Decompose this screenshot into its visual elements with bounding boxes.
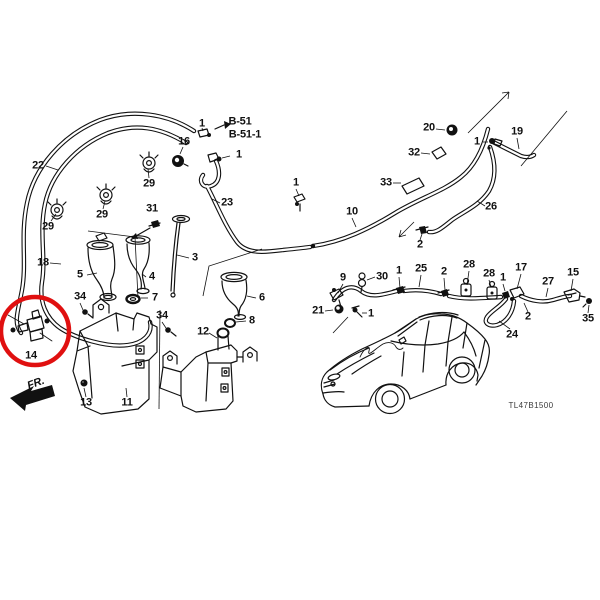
part-label-11: 11 bbox=[121, 396, 133, 409]
part-label-29: 29 bbox=[42, 220, 54, 233]
screw-1c bbox=[351, 305, 363, 318]
part-label-6: 6 bbox=[259, 291, 265, 304]
reservoir-12 bbox=[159, 327, 258, 413]
part-label-28: 28 bbox=[463, 258, 475, 271]
part-label-26: 26 bbox=[485, 200, 497, 213]
clip-28b bbox=[486, 280, 498, 300]
grommet-16 bbox=[172, 155, 189, 167]
bolt-34b bbox=[165, 327, 177, 337]
clip-30 bbox=[357, 272, 367, 293]
part-label-18: 18 bbox=[37, 256, 49, 269]
part-label-2: 2 bbox=[525, 310, 531, 323]
part-label-1: 1 bbox=[500, 271, 506, 284]
bolt-13 bbox=[80, 379, 88, 387]
part-label-1: 1 bbox=[368, 307, 374, 320]
nozzle-15 bbox=[563, 288, 586, 303]
clip-32 bbox=[431, 146, 447, 160]
part-label-20: 20 bbox=[423, 121, 435, 134]
part-label-30: 30 bbox=[376, 270, 388, 283]
part-label-1: 1 bbox=[236, 148, 242, 161]
part-label-5: 5 bbox=[77, 268, 83, 281]
part-label-24: 24 bbox=[506, 328, 518, 341]
part-label-8: 8 bbox=[249, 314, 255, 327]
part-label-21: 21 bbox=[312, 304, 324, 317]
joint-1-right bbox=[487, 138, 503, 150]
part-label-35: 35 bbox=[582, 312, 594, 325]
part-label-23: 23 bbox=[221, 196, 233, 209]
washer-tubes bbox=[17, 114, 570, 346]
ref-label-B-51-1: B-51-1 bbox=[228, 128, 262, 141]
part-label-27: 27 bbox=[542, 275, 554, 288]
joint-2a bbox=[437, 289, 450, 297]
part-label-10: 10 bbox=[346, 205, 358, 218]
part-label-1: 1 bbox=[474, 135, 480, 148]
part-label-34: 34 bbox=[156, 309, 168, 322]
part-label-33: 33 bbox=[380, 176, 392, 189]
part-label-7: 7 bbox=[152, 291, 158, 304]
grommet-20 bbox=[446, 124, 458, 136]
part-label-13: 13 bbox=[80, 396, 92, 409]
part-label-9: 9 bbox=[340, 271, 346, 284]
part-label-2: 2 bbox=[441, 265, 447, 278]
fr-label: FR. bbox=[25, 374, 46, 393]
elbow-17 bbox=[509, 286, 525, 301]
part-label-34: 34 bbox=[74, 290, 86, 303]
part-label-1: 1 bbox=[396, 264, 402, 277]
part-label-3: 3 bbox=[192, 251, 198, 264]
elbow-1-mid bbox=[293, 193, 306, 212]
filler-neck-5 bbox=[86, 232, 117, 302]
fr-direction-arrow bbox=[10, 385, 55, 411]
part-label-1: 1 bbox=[293, 176, 299, 189]
part-label-31: 31 bbox=[146, 202, 158, 215]
car-illustration bbox=[320, 311, 490, 415]
part-label-14: 14 bbox=[25, 349, 37, 362]
grommet-21 bbox=[334, 304, 344, 314]
tube-end-cap bbox=[310, 243, 316, 249]
part-label-15: 15 bbox=[567, 266, 579, 279]
grommet-7 bbox=[125, 293, 141, 305]
part-label-29: 29 bbox=[96, 208, 108, 221]
spray-direction-lines bbox=[332, 91, 568, 334]
part-label-1: 1 bbox=[199, 117, 205, 130]
joint-2-top bbox=[415, 226, 429, 234]
part-label-17: 17 bbox=[515, 261, 527, 274]
part-label-16: 16 bbox=[178, 135, 190, 148]
dipstick-3 bbox=[170, 214, 191, 298]
highlight-circle bbox=[0, 294, 72, 368]
tube-clips-29 bbox=[47, 151, 159, 220]
bolt-35 bbox=[582, 298, 592, 308]
part-label-22: 22 bbox=[32, 159, 44, 172]
bolt-34a bbox=[82, 309, 94, 319]
joint-1-top bbox=[207, 152, 222, 163]
funnel-4 bbox=[125, 235, 151, 295]
ref-label-B-51: B-51 bbox=[228, 115, 252, 128]
clip-28a bbox=[460, 277, 472, 297]
funnel-6 bbox=[220, 271, 248, 321]
leader-lines bbox=[45, 127, 590, 398]
part-label-19: 19 bbox=[511, 125, 523, 138]
washer-pump-14 bbox=[7, 309, 53, 342]
reservoir-11 bbox=[72, 298, 177, 415]
part-label-32: 32 bbox=[408, 146, 420, 159]
part-label-25: 25 bbox=[415, 262, 427, 275]
o-ring-8 bbox=[224, 318, 236, 328]
diagram-code: TL47B1500 bbox=[508, 401, 554, 410]
part-label-4: 4 bbox=[149, 270, 155, 283]
grommets-and-connectors bbox=[172, 121, 503, 234]
connector-b51 bbox=[197, 121, 231, 138]
pad-33 bbox=[401, 177, 425, 195]
joint-1a bbox=[392, 286, 406, 294]
part-label-12: 12 bbox=[197, 325, 209, 338]
part-label-2: 2 bbox=[417, 238, 423, 251]
screw-31 bbox=[131, 220, 161, 239]
part-label-28: 28 bbox=[483, 267, 495, 280]
joint-1b bbox=[502, 291, 510, 299]
hood-hose-fittings bbox=[329, 272, 592, 318]
part-label-29: 29 bbox=[143, 177, 155, 190]
